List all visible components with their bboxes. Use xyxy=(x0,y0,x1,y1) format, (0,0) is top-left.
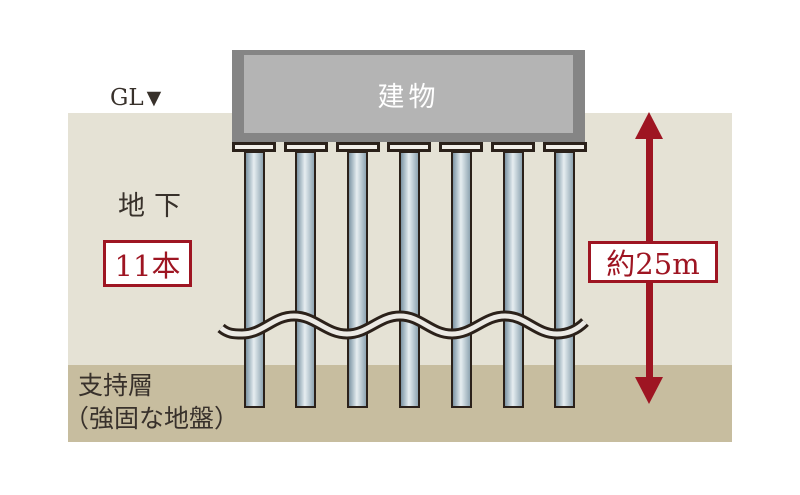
pile-cap xyxy=(283,142,328,152)
building: 建物 xyxy=(232,50,585,142)
pile-shaft xyxy=(398,151,420,408)
pile-shaft xyxy=(554,151,576,408)
pile-cap xyxy=(232,142,276,152)
pile-shaft xyxy=(243,151,265,408)
underground-label: 地下 xyxy=(118,191,190,222)
depth-label: 約25m xyxy=(606,247,700,281)
building-face: 建物 xyxy=(244,55,573,133)
pile-cap xyxy=(387,142,432,152)
pile-count-box: 11本 xyxy=(103,240,192,287)
depth-label-box: 約25m xyxy=(588,241,718,283)
depth-arrow-up-icon xyxy=(635,112,663,139)
gl-label: GL xyxy=(110,85,144,111)
pile-cap xyxy=(335,142,380,152)
depth-arrow-down-icon xyxy=(635,377,663,404)
pile-shaft xyxy=(502,151,524,408)
ground-level-triangle-icon: ▼ xyxy=(146,87,162,109)
support-layer-label: 支持層 （強固な地盤） xyxy=(64,369,239,435)
pile-cap xyxy=(542,142,587,152)
pile-shaft xyxy=(347,151,369,408)
pile-cap xyxy=(491,142,535,152)
pile-cap xyxy=(439,142,484,152)
ground-level-marker: GL ▼ xyxy=(110,86,161,110)
break-wave-line xyxy=(217,310,589,340)
support-layer-line2: （強固な地盤） xyxy=(64,404,240,433)
pile-shaft xyxy=(450,151,472,408)
building-label: 建物 xyxy=(377,81,440,113)
pile-count-label: 11本 xyxy=(114,248,181,283)
support-layer-line1: 支持層 xyxy=(78,371,154,400)
pile-shaft xyxy=(295,151,317,408)
